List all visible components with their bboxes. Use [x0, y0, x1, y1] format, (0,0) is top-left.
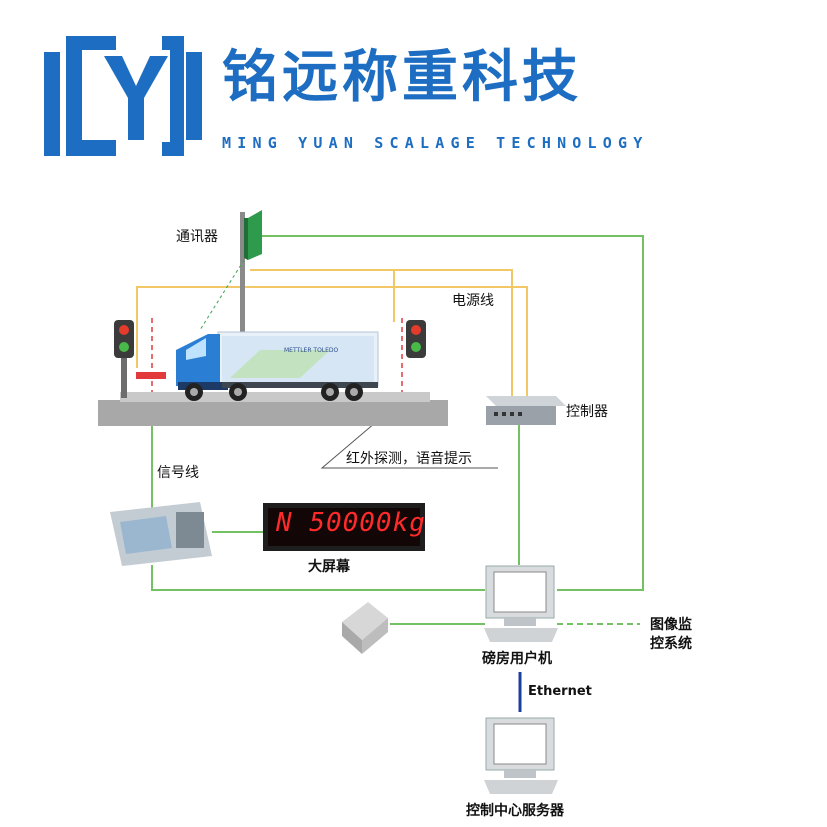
brand-name-en: MING YUAN SCALAGE TECHNOLOGY: [222, 134, 649, 152]
image-monitor-label-1: 图像监: [650, 617, 692, 633]
communicator-antenna: [199, 210, 262, 392]
controller-box: [486, 396, 566, 425]
weigh-room-pc: [484, 565, 558, 642]
signal-line-label: 信号线: [157, 465, 199, 481]
big-screen-label: 大屏幕: [308, 559, 350, 575]
weigh-room-pc-label: 磅房用户机: [482, 651, 552, 667]
my-logo-icon: [44, 36, 202, 156]
control-center-label: 控制中心服务器: [466, 803, 564, 819]
infrared-label: 红外探测，语音提示: [346, 451, 472, 467]
truck: [176, 331, 379, 401]
traffic-light-right: [406, 320, 426, 358]
printer: [342, 602, 388, 654]
green-wire-communicator: [260, 235, 644, 591]
power-line-right: [393, 269, 513, 398]
power-line-label: 电源线: [452, 293, 494, 309]
weighbridge-platform: [98, 400, 448, 426]
control-center-pc: [484, 717, 558, 794]
controller-label: 控制器: [566, 404, 608, 420]
image-monitor-label-2: 控系统: [650, 636, 692, 652]
truck-logo-text: METTLER TOLEDO: [284, 347, 339, 354]
ethernet-label: Ethernet: [528, 684, 592, 699]
communicator-label: 通讯器: [176, 229, 218, 245]
led-screen: [263, 503, 425, 551]
power-line-left: [136, 286, 528, 398]
brand-name-cn: 铭远称重科技: [222, 45, 582, 110]
traffic-light-left: [114, 320, 134, 398]
led-display-value: N 50000kg: [276, 508, 426, 538]
terminal-to-pc-wire: [151, 565, 485, 591]
weighing-terminal: [110, 502, 212, 566]
